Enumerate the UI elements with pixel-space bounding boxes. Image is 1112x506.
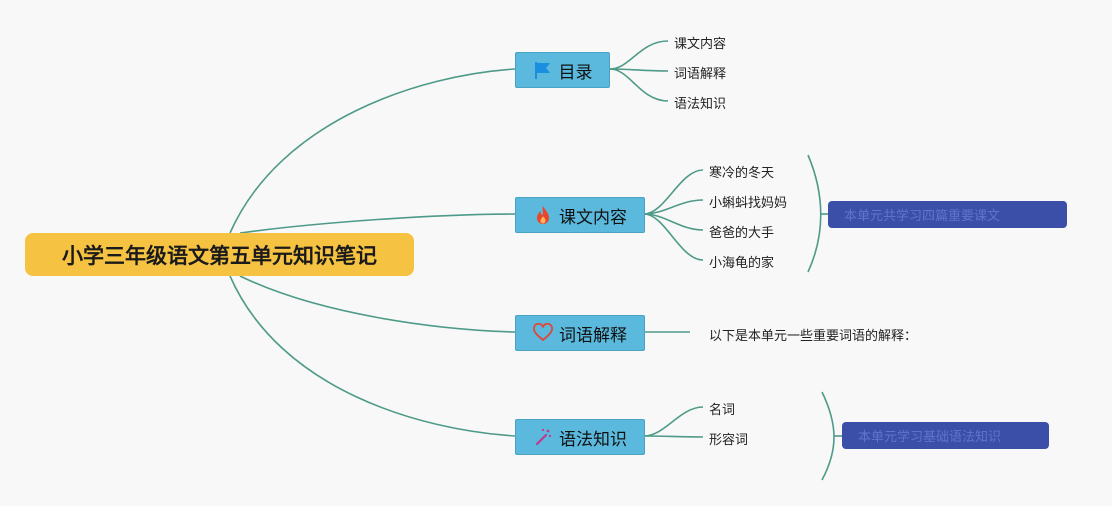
connector-b1-3 (609, 68, 669, 102)
connector-main-2 (239, 213, 516, 234)
leaf-item[interactable]: 语法知识 (674, 97, 727, 112)
summary-label: 本单元共学习四篇重要课文 (844, 209, 1001, 224)
branch-label: 目录 (558, 62, 593, 83)
leaf-item[interactable]: 以下是本单元一些重要词语的解释： (709, 329, 918, 344)
branch-contents[interactable]: 目录 (515, 52, 610, 88)
leaf-item[interactable]: 名词 (709, 403, 736, 418)
connector-b1-1 (609, 40, 669, 70)
branch-vocabulary[interactable]: 词语解释 (515, 315, 645, 351)
flag-icon (533, 60, 553, 80)
summary-box-lessons[interactable]: 本单元共学习四篇重要课文 (828, 201, 1067, 228)
connector-main-4 (229, 275, 516, 437)
heart-icon (533, 323, 553, 343)
connector-main-1 (229, 68, 516, 234)
central-topic[interactable]: 小学三年级语文第五单元知识笔记 (25, 233, 414, 276)
flame-icon (533, 205, 553, 225)
leaf-item[interactable]: 爸爸的大手 (709, 226, 775, 241)
branch-label: 课文内容 (559, 207, 627, 228)
leaf-item[interactable]: 词语解释 (674, 67, 727, 82)
leaf-item[interactable]: 形容词 (709, 433, 749, 448)
leaf-item[interactable]: 小蝌蚪找妈妈 (709, 196, 788, 211)
central-topic-label: 小学三年级语文第五单元知识笔记 (62, 243, 377, 268)
connector-main-3 (239, 275, 516, 333)
branch-lesson-content[interactable]: 课文内容 (515, 197, 645, 233)
leaf-item[interactable]: 小海龟的家 (709, 256, 775, 271)
magic-wand-icon (533, 427, 553, 447)
leaf-item[interactable]: 寒冷的冬天 (709, 166, 775, 181)
branch-label: 词语解释 (559, 325, 627, 346)
summary-brace-2 (821, 391, 835, 481)
summary-brace-1 (807, 154, 822, 273)
connector-b2-4 (643, 213, 704, 261)
branch-grammar[interactable]: 语法知识 (515, 419, 645, 455)
connector-b4-1 (643, 406, 704, 437)
branch-label: 语法知识 (559, 429, 627, 450)
summary-label: 本单元学习基础语法知识 (858, 430, 1002, 445)
leaf-item[interactable]: 课文内容 (674, 37, 727, 52)
summary-box-grammar[interactable]: 本单元学习基础语法知识 (842, 422, 1049, 449)
connector-b4-2 (643, 435, 704, 438)
